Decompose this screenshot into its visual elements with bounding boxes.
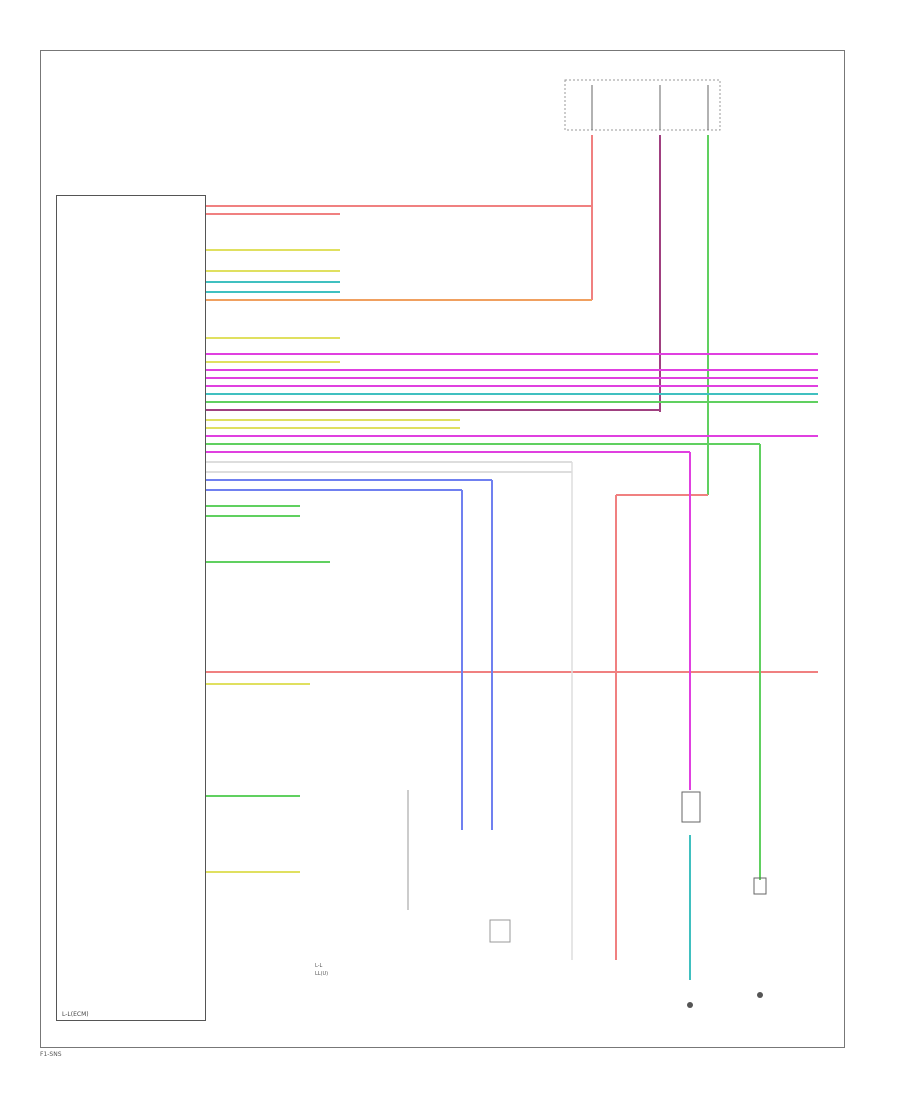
pin-wires	[206, 205, 818, 873]
fuse-group	[591, 85, 709, 130]
page-id: F1-SNS	[40, 1051, 62, 1058]
diagram-frame	[40, 50, 845, 1048]
fuse-box	[564, 79, 721, 131]
legend-item: L-L	[315, 963, 323, 969]
legend: L-L LL(U)	[315, 962, 328, 978]
control-module-box	[56, 195, 206, 1021]
ground-point-2	[757, 992, 763, 998]
legend-item: LL(U)	[315, 971, 329, 977]
ground-point-1	[687, 1002, 693, 1008]
component-switch	[753, 877, 767, 895]
vertical-drops	[407, 444, 761, 980]
component-connector	[489, 919, 511, 943]
module-name: L-L(ECM)	[62, 1011, 89, 1018]
component-sensor	[681, 791, 701, 823]
